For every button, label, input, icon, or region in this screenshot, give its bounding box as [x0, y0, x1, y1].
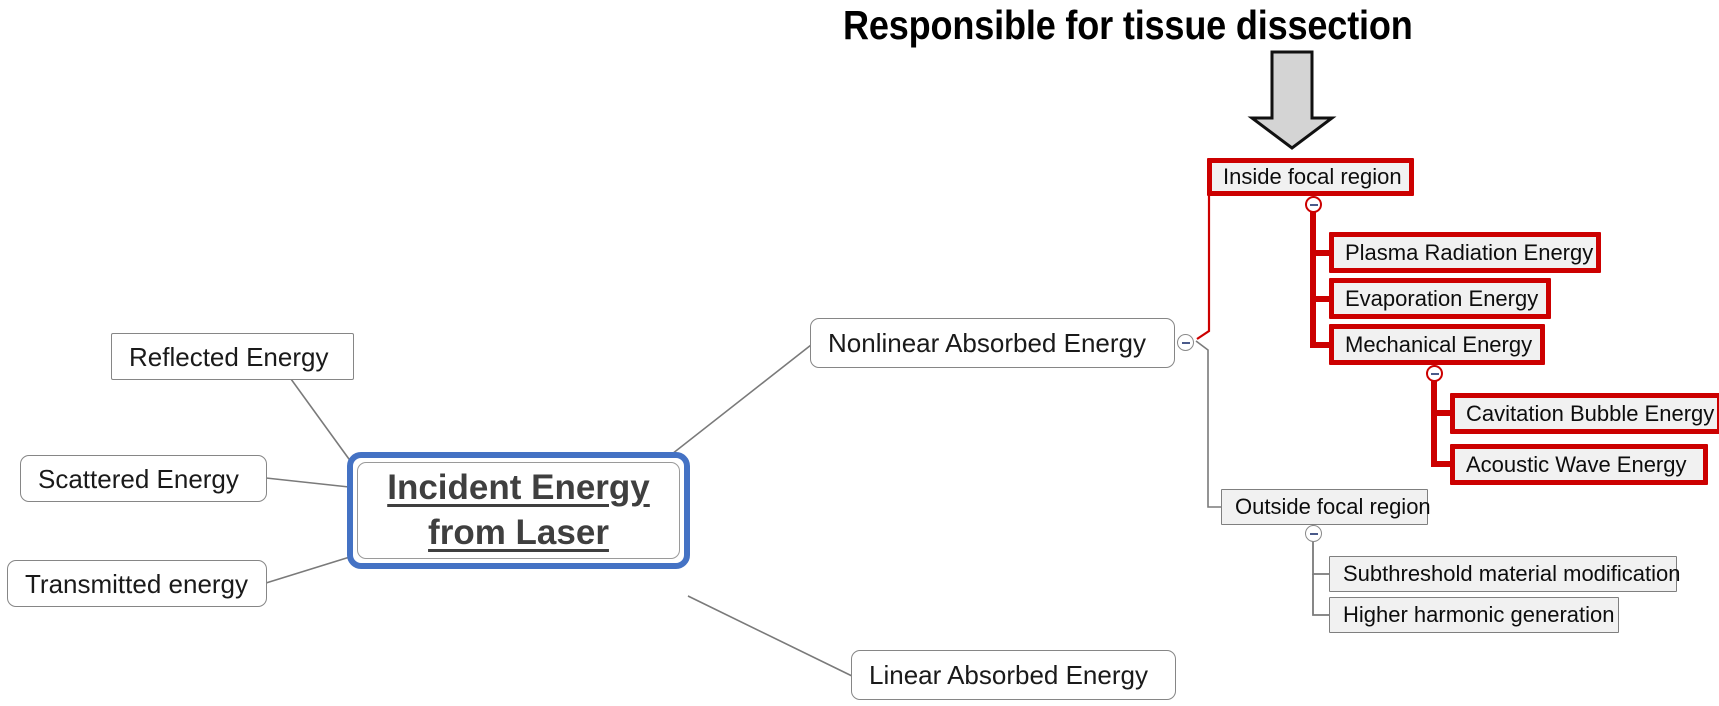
node-label: Mechanical Energy	[1345, 331, 1533, 357]
node-evaporation-energy[interactable]: Evaporation Energy	[1329, 278, 1551, 319]
node-label: Nonlinear Absorbed Energy	[828, 328, 1146, 358]
node-scattered-energy[interactable]: Scattered Energy	[20, 455, 267, 502]
minus-toggle-nonlinear[interactable]	[1177, 334, 1194, 351]
node-plasma-radiation-energy[interactable]: Plasma Radiation Energy	[1329, 232, 1601, 273]
node-label: Linear Absorbed Energy	[869, 660, 1148, 690]
node-label: Higher harmonic generation	[1343, 602, 1615, 627]
node-label: Reflected Energy	[129, 341, 329, 372]
node-mechanical-energy[interactable]: Mechanical Energy	[1329, 324, 1545, 365]
root-node-inner: Incident Energy from Laser	[357, 462, 680, 559]
node-nonlinear-absorbed-energy[interactable]: Nonlinear Absorbed Energy	[810, 318, 1175, 368]
node-transmitted-energy[interactable]: Transmitted energy	[7, 560, 267, 607]
node-label: Outside focal region	[1235, 494, 1431, 519]
root-label-line1: Incident Energy	[387, 467, 650, 507]
node-label: Scattered Energy	[38, 463, 239, 494]
node-cavitation-bubble-energy[interactable]: Cavitation Bubble Energy	[1450, 393, 1719, 434]
page-title: Responsible for tissue dissection	[843, 2, 1413, 48]
node-label: Evaporation Energy	[1345, 285, 1539, 311]
node-linear-absorbed-energy[interactable]: Linear Absorbed Energy	[851, 650, 1176, 700]
node-higher-harmonic-generation[interactable]: Higher harmonic generation	[1329, 597, 1619, 633]
node-label: Subthreshold material modification	[1343, 561, 1681, 586]
node-label: Inside focal region	[1223, 164, 1402, 189]
down-block-arrow-icon	[1247, 50, 1337, 150]
node-inside-focal-region[interactable]: Inside focal region	[1207, 158, 1414, 196]
root-label-line2: from Laser	[428, 512, 609, 552]
minus-toggle-mechanical-energy[interactable]	[1426, 365, 1443, 382]
root-node[interactable]: Incident Energy from Laser	[347, 452, 690, 569]
minus-toggle-inside-focal-region[interactable]	[1305, 196, 1322, 213]
node-acoustic-wave-energy[interactable]: Acoustic Wave Energy	[1450, 444, 1708, 485]
node-label: Acoustic Wave Energy	[1466, 451, 1687, 477]
node-subthreshold-material-modification[interactable]: Subthreshold material modification	[1329, 556, 1681, 592]
minus-toggle-outside-focal-region[interactable]	[1305, 525, 1322, 542]
node-reflected-energy[interactable]: Reflected Energy	[111, 333, 354, 380]
node-outside-focal-region[interactable]: Outside focal region	[1221, 489, 1431, 525]
node-label: Transmitted energy	[25, 568, 249, 599]
node-label: Cavitation Bubble Energy	[1466, 400, 1715, 426]
node-label: Plasma Radiation Energy	[1345, 239, 1594, 265]
